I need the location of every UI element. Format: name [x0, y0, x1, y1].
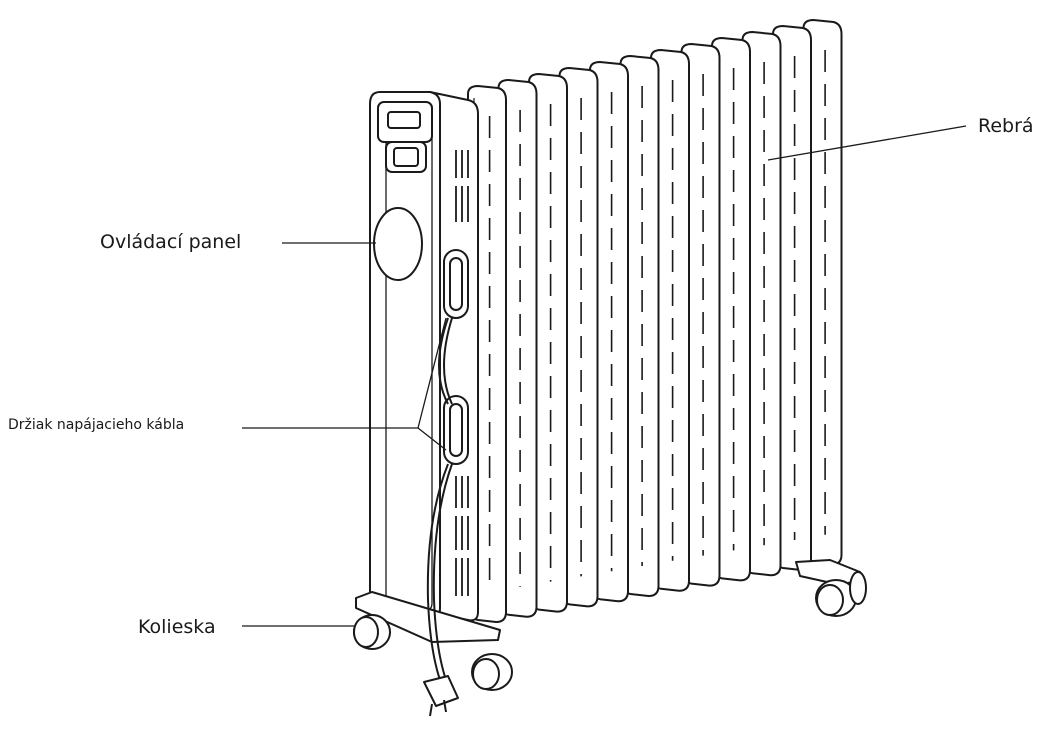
wheel-front-right-icon: [471, 653, 513, 691]
power-cable: [426, 317, 449, 681]
label-wheels: Kolieska: [138, 616, 216, 638]
label-cable-holder: Držiak napájacieho kábla: [8, 417, 185, 433]
control-dial-icon: [373, 207, 423, 281]
leader-lines: [242, 125, 967, 627]
wheel-rear-right-icon: [849, 571, 867, 605]
power-cable-second: [432, 317, 453, 681]
housing-vents: [455, 150, 469, 596]
control-housing: [369, 91, 479, 622]
leader-ribs: [767, 125, 967, 161]
cable-holder-lower-inner: [449, 403, 463, 457]
radiator-fins: [467, 19, 843, 623]
power-plug-icon: [423, 675, 459, 717]
top-switch-1: [387, 111, 421, 129]
cable-holder-upper-inner: [449, 257, 463, 311]
radiator-base: [353, 317, 867, 717]
label-ribs: Rebrá: [978, 115, 1034, 137]
top-switch-2-inner: [393, 147, 419, 167]
wheel-front-left-icon: [353, 614, 391, 650]
label-control-panel: Ovládací panel: [100, 231, 242, 253]
leader-cable-holder-2: [417, 427, 447, 451]
